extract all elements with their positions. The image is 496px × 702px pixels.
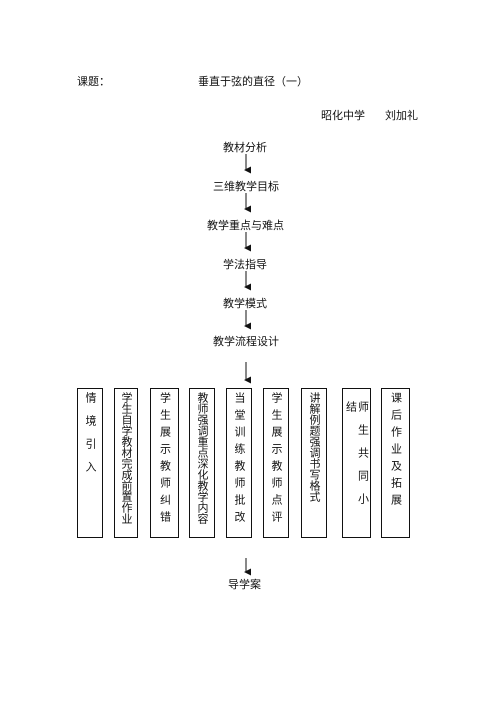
process-box-label: 课后作业及拓展 xyxy=(389,392,403,511)
process-box-student-show-1: 学生展示教师纠错 xyxy=(150,388,179,538)
step-three-dimension-goals: 三维教学目标 xyxy=(213,180,279,193)
process-box-example-explain: 讲解例题强调书写格式 xyxy=(301,388,327,538)
lesson-label: 课题： xyxy=(77,75,110,88)
process-box-label: 学生展示教师点评 xyxy=(270,392,283,528)
process-box-teacher-emphasis: 教师强调重点深化教学内容 xyxy=(189,388,215,538)
final-study-guide: 导学案 xyxy=(228,578,261,591)
process-box-label: 情境引入 xyxy=(84,392,97,484)
process-box-label: 师生共同小结 xyxy=(344,401,370,516)
process-box-label: 教师强调重点深化教学内容 xyxy=(196,392,209,524)
process-box-label: 学生展示教师纠错 xyxy=(158,392,172,528)
step-textbook-analysis: 教材分析 xyxy=(223,141,267,154)
step-teaching-mode: 教学模式 xyxy=(223,297,267,310)
process-box-label: 当堂训练教师批改 xyxy=(233,392,246,528)
step-learning-guidance: 学法指导 xyxy=(223,258,267,271)
process-box-scene-intro: 情境引入 xyxy=(77,388,103,538)
process-box-label: 讲解例题强调书写格式 xyxy=(308,392,321,502)
process-box-student-show-2: 学生展示教师点评 xyxy=(263,388,289,538)
process-box-self-study: 学生自学教材完成前置作业 xyxy=(114,388,138,538)
process-box-summary: 师生共同小结 xyxy=(342,388,371,538)
process-box-class-practice: 当堂训练教师批改 xyxy=(226,388,252,538)
step-process-design: 教学流程设计 xyxy=(213,335,279,348)
author-name: 刘加礼 xyxy=(385,109,418,122)
process-box-label: 学生自学教材完成前置作业 xyxy=(120,392,133,524)
process-box-homework: 课后作业及拓展 xyxy=(381,388,410,538)
step-key-difficult-points: 教学重点与难点 xyxy=(207,219,284,232)
lesson-title: 垂直于弦的直径（一） xyxy=(198,75,308,88)
school-name: 昭化中学 xyxy=(321,109,365,122)
